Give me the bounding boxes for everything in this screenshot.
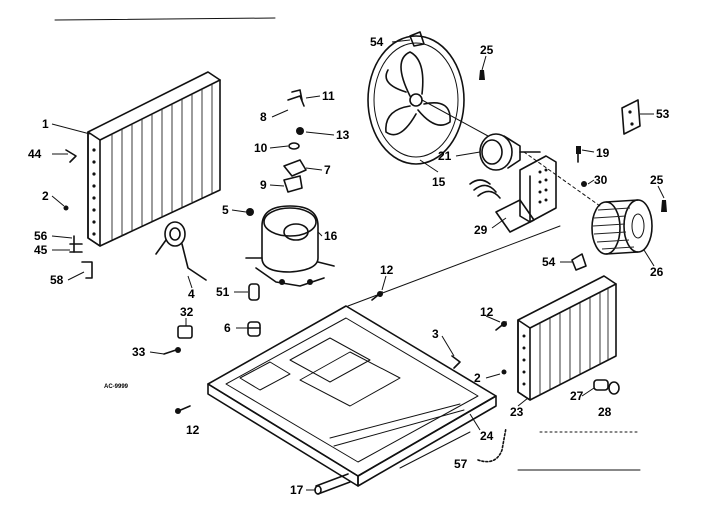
callout-32: 32	[180, 305, 194, 319]
capacitor-clip	[177, 325, 193, 339]
callout-51: 51	[216, 285, 230, 299]
callout-56: 56	[34, 229, 48, 243]
callout-27: 27	[570, 389, 584, 403]
callout-30: 30	[594, 173, 608, 187]
coil-clip	[65, 149, 77, 163]
callout-53: 53	[656, 107, 670, 121]
callout-1: 1	[42, 117, 49, 131]
fan-blade	[385, 51, 451, 136]
mounting-grommet	[247, 321, 261, 337]
callout-25-right: 25	[650, 173, 664, 187]
callout-6: 6	[224, 321, 231, 335]
diagram-code-mark: AC-9999	[104, 384, 129, 390]
grommet	[296, 127, 304, 135]
callout-12-right: 12	[480, 305, 494, 319]
base-guide-line	[347, 225, 561, 307]
callout-57: 57	[454, 457, 468, 471]
motor-shaft	[421, 99, 489, 137]
coil-fitting	[593, 379, 609, 391]
callout-45: 45	[34, 243, 48, 257]
bracket-pair	[69, 235, 83, 253]
fan-clip-right	[571, 253, 587, 271]
valve-clip	[287, 95, 305, 107]
callout-11: 11	[322, 89, 335, 103]
callout-10: 10	[254, 141, 268, 155]
motor-screw	[576, 146, 581, 163]
nut	[246, 208, 254, 216]
callout-54-right: 54	[542, 255, 556, 269]
capacitor-screw	[163, 347, 181, 355]
evaporator-clip	[451, 355, 461, 369]
callout-21: 21	[438, 149, 452, 163]
motor-washer	[581, 181, 587, 187]
callout-5: 5	[222, 203, 229, 217]
callout-12-left: 12	[186, 423, 200, 437]
callout-4: 4	[188, 287, 195, 301]
coil-screw	[63, 205, 69, 211]
callout-58: 58	[50, 273, 64, 287]
callout-13: 13	[336, 128, 350, 142]
screw-left	[175, 405, 191, 414]
callout-12-center: 12	[380, 263, 394, 277]
callout-33: 33	[132, 345, 146, 359]
blower-wheel	[591, 199, 653, 255]
leader-lines	[51, 39, 665, 491]
mounting-plate	[621, 99, 641, 135]
fan-shroud	[367, 35, 465, 165]
top-rule	[54, 17, 276, 21]
callout-24: 24	[480, 429, 494, 443]
callout-23: 23	[510, 405, 524, 419]
drain-hook	[81, 261, 93, 279]
tube-clamp	[155, 221, 207, 281]
callout-2-left: 2	[42, 189, 49, 203]
isolator	[248, 283, 260, 301]
base-tube	[314, 473, 351, 495]
condenser-coil	[87, 71, 221, 247]
base-pan	[207, 305, 497, 487]
fan-clip-top	[409, 31, 425, 47]
callout-2-right: 2	[474, 371, 481, 385]
callout-8: 8	[260, 110, 267, 124]
screw-center	[371, 291, 383, 301]
callout-19: 19	[596, 146, 610, 160]
evaporator-screw	[501, 369, 507, 375]
coil-nut	[608, 381, 620, 395]
evaporator-coil	[517, 275, 617, 401]
callout-26: 26	[650, 265, 664, 279]
callout-28: 28	[598, 405, 612, 419]
motor-mount	[495, 155, 557, 233]
callout-17: 17	[290, 483, 304, 497]
callout-15: 15	[432, 175, 446, 189]
compressor	[245, 205, 335, 287]
terminal-cover	[283, 159, 307, 177]
shaft-guide-line	[523, 151, 601, 207]
washer	[288, 142, 300, 150]
callout-16: 16	[324, 229, 338, 243]
blower-pin	[661, 200, 667, 212]
drain-tube	[477, 427, 507, 463]
callout-54-top: 54	[370, 35, 384, 49]
callout-3: 3	[432, 327, 439, 341]
callout-29: 29	[474, 223, 488, 237]
valve-stem	[291, 89, 303, 101]
callout-7: 7	[324, 163, 331, 177]
overload-protector	[283, 175, 303, 193]
callout-9: 9	[260, 178, 267, 192]
screw-right	[495, 321, 507, 331]
callout-25-top: 25	[480, 43, 494, 57]
callout-44: 44	[28, 147, 42, 161]
fan-pin	[479, 70, 485, 80]
